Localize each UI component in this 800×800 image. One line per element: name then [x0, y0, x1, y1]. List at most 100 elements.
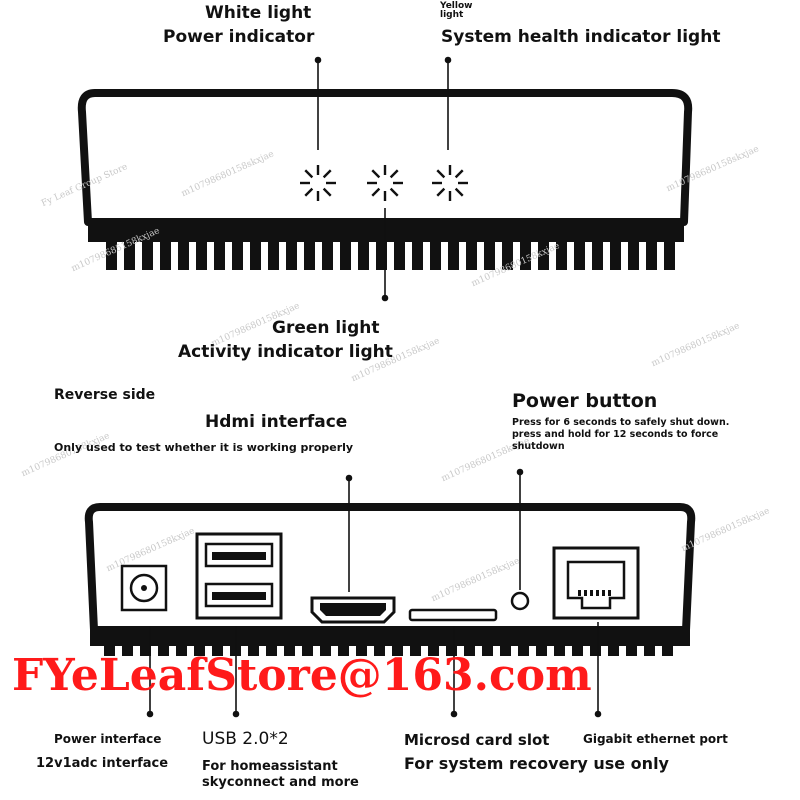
- heatsink-fin: [106, 238, 117, 270]
- heatsink-fin: [140, 642, 151, 656]
- heatsink-fin: [410, 642, 421, 656]
- heatsink-fin: [520, 238, 531, 270]
- heatsink-fin: [356, 642, 367, 656]
- heatsink-fin: [176, 642, 187, 656]
- reverse-side-label: Reverse side: [54, 387, 156, 403]
- heatsink-fin: [250, 238, 261, 270]
- heatsink-fin: [518, 642, 529, 656]
- rear-heatsink-base: [90, 628, 690, 646]
- heatsink-fin: [302, 642, 313, 656]
- activity-indicator-label: Activity indicator light: [178, 342, 393, 362]
- heatsink-fin: [428, 642, 439, 656]
- heatsink-fin: [500, 642, 511, 656]
- ethernet-port-icon: [552, 546, 640, 620]
- heatsink-fin: [392, 642, 403, 656]
- heatsink-fin: [574, 238, 585, 270]
- system-health-label: System health indicator light: [441, 27, 721, 47]
- heatsink-fin: [358, 238, 369, 270]
- heatsink-fin: [484, 238, 495, 270]
- yellow-light-icon: [432, 165, 468, 201]
- light-ray: [436, 187, 446, 197]
- heatsink-fin: [430, 238, 441, 270]
- light-ray: [389, 187, 399, 197]
- heatsink-fin: [122, 642, 133, 656]
- heatsink-fin: [590, 642, 601, 656]
- heatsink-fin: [178, 238, 189, 270]
- heatsink-fin: [664, 238, 675, 270]
- rear-leader-lines: [146, 468, 602, 718]
- power-interface-label: Power interface: [54, 732, 162, 746]
- heatsink-fin: [628, 238, 639, 270]
- green-light-label: Green light: [272, 318, 380, 338]
- top-heatsink-base: [88, 220, 684, 242]
- heatsink-fin: [248, 642, 259, 656]
- hdmi-description: Only used to test whether it is working …: [54, 441, 354, 454]
- light-ray: [304, 187, 314, 197]
- heatsink-fin: [194, 642, 205, 656]
- heatsink-fin: [142, 238, 153, 270]
- heatsink-fin: [446, 642, 457, 656]
- heatsink-fin: [394, 238, 405, 270]
- usb-label: USB 2.0*2: [202, 729, 289, 749]
- heatsink-fin: [338, 642, 349, 656]
- heatsink-fin: [322, 238, 333, 270]
- power-button-icon: [510, 591, 530, 611]
- heatsink-fin: [104, 642, 115, 656]
- heatsink-fin: [572, 642, 583, 656]
- heatsink-fin: [662, 642, 673, 656]
- heatsink-fin: [212, 642, 223, 656]
- yellow-light-label: Yellow light: [440, 1, 473, 20]
- top-device-body: [77, 89, 693, 226]
- heatsink-fin: [554, 642, 565, 656]
- light-ray: [389, 169, 399, 179]
- power-button-desc-2: press and hold for 12 seconds to force: [512, 429, 719, 440]
- heatsink-fin: [340, 238, 351, 270]
- heatsink-fin: [448, 238, 459, 270]
- heatsink-fin: [466, 238, 477, 270]
- light-ray: [304, 169, 314, 179]
- light-ray: [322, 187, 332, 197]
- heatsink-fin: [160, 238, 171, 270]
- usb-ports-icon: [195, 532, 283, 620]
- power-spec-label: 12v1adc interface: [36, 756, 169, 771]
- heatsink-fin: [124, 238, 135, 270]
- heatsink-fin: [610, 238, 621, 270]
- heatsink-fin: [644, 642, 655, 656]
- microsd-slot-icon: [408, 608, 498, 622]
- heatsink-fin: [304, 238, 315, 270]
- rear-heatsink-fins: [104, 642, 673, 656]
- store-watermark: FYeLeafStore@163.com: [12, 650, 592, 701]
- top-leader-lines: [314, 56, 452, 302]
- heatsink-fin: [376, 238, 387, 270]
- heatsink-fin: [374, 642, 385, 656]
- heatsink-fin: [214, 238, 225, 270]
- usb-desc-1: For homeassistant: [202, 759, 338, 774]
- green-light-icon: [367, 165, 403, 201]
- power-indicator-label: Power indicator: [163, 27, 315, 47]
- heatsink-fin: [482, 642, 493, 656]
- light-ray: [371, 187, 381, 197]
- hdmi-interface-label: Hdmi interface: [205, 412, 348, 432]
- heatsink-fin: [232, 238, 243, 270]
- usb-desc-2: skyconnect and more: [202, 775, 359, 790]
- white-light-icon: [300, 165, 336, 201]
- heatsink-fin: [502, 238, 513, 270]
- top-heatsink-fins: [106, 238, 675, 270]
- heatsink-fin: [196, 238, 207, 270]
- heatsink-fin: [284, 642, 295, 656]
- heatsink-fin: [538, 238, 549, 270]
- dc-power-jack-icon: [120, 564, 168, 612]
- microsd-label: Microsd card slot: [404, 731, 550, 749]
- light-ray: [436, 169, 446, 179]
- light-ray: [454, 169, 464, 179]
- heatsink-fin: [608, 642, 619, 656]
- heatsink-fin: [536, 642, 547, 656]
- heatsink-fin: [646, 238, 657, 270]
- heatsink-fin: [158, 642, 169, 656]
- ethernet-label: Gigabit ethernet port: [583, 732, 728, 746]
- heatsink-fin: [412, 238, 423, 270]
- heatsink-fin: [556, 238, 567, 270]
- heatsink-fin: [266, 642, 277, 656]
